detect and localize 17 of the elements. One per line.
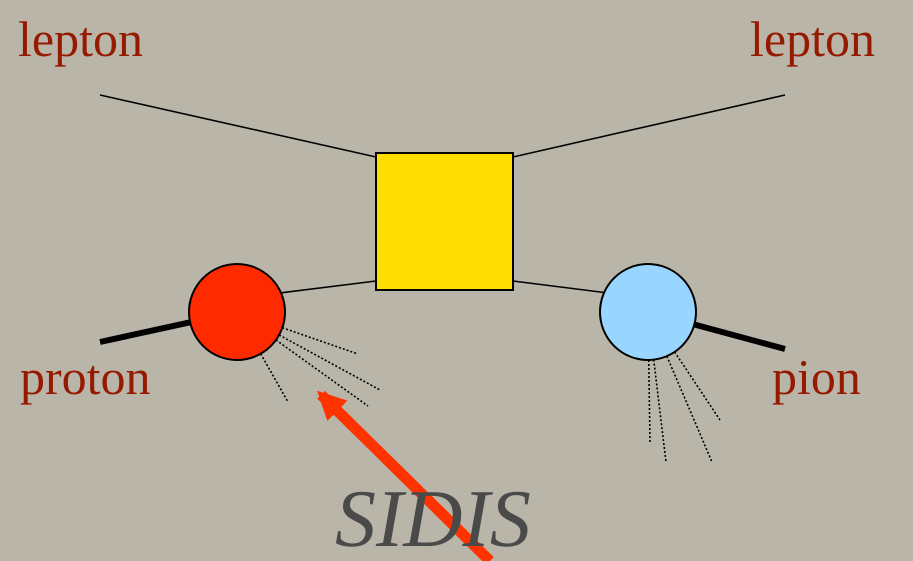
remnant-line: [674, 352, 721, 420]
remnant-line: [282, 326, 358, 355]
particle-line: [512, 280, 604, 294]
remnant-line: [666, 356, 713, 462]
remnant-line: [652, 360, 667, 462]
proton-blob: [188, 263, 286, 361]
remnant-line: [648, 360, 651, 444]
hadron-line: [694, 322, 786, 352]
particle-line: [100, 94, 376, 158]
particle-line: [512, 94, 786, 158]
hadron-line: [99, 319, 191, 345]
square-vertex: [375, 152, 514, 291]
remnant-line: [260, 353, 289, 402]
particle-line: [280, 280, 376, 294]
remnant-line: [276, 339, 368, 407]
fragmentation-blob: [599, 263, 697, 361]
remnant-line: [278, 334, 380, 391]
